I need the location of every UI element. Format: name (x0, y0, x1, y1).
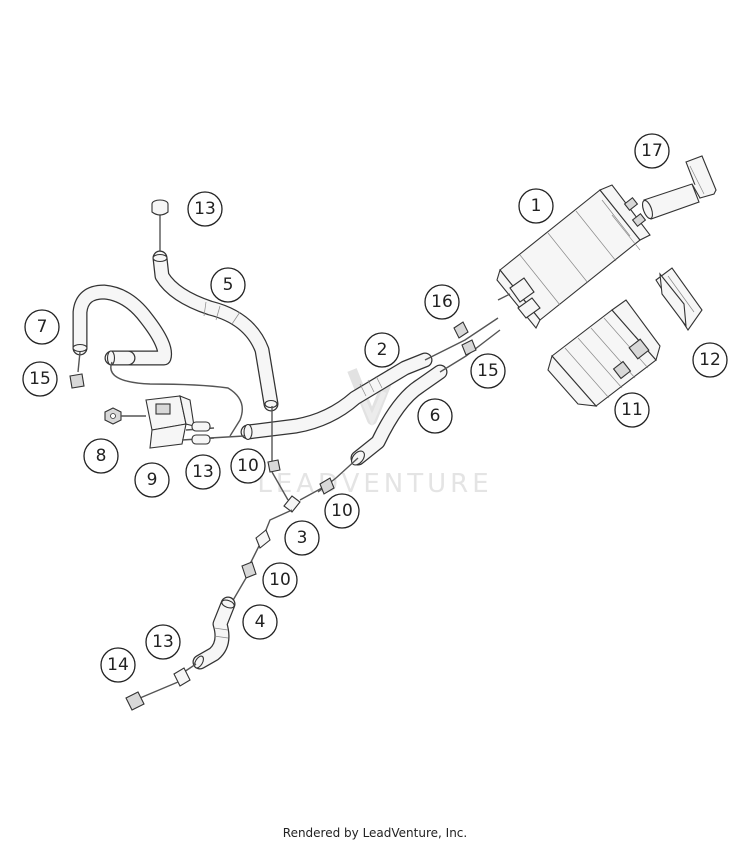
callout-10-lower[interactable]: 10 (262, 562, 298, 598)
part-13-top-fitting (151, 199, 169, 216)
part-9-valve (145, 395, 215, 449)
part-12-clamp-band (655, 267, 703, 331)
callout-14[interactable]: 14 (100, 647, 136, 683)
callout-3[interactable]: 3 (284, 520, 320, 556)
svg-text:9: 9 (147, 470, 158, 490)
callout-15-left[interactable]: 15 (22, 361, 58, 397)
svg-text:10: 10 (331, 501, 353, 521)
callout-9[interactable]: 9 (134, 462, 170, 498)
svg-text:15: 15 (29, 369, 51, 389)
callout-7[interactable]: 7 (24, 309, 60, 345)
part-13-hose-segment (191, 421, 245, 445)
part-2-hose (240, 317, 499, 441)
svg-text:7: 7 (37, 317, 48, 337)
callout-10-right[interactable]: 10 (324, 493, 360, 529)
watermark-text: LEADVENTURE (257, 469, 492, 499)
footer-credit: Rendered by LeadVenture, Inc. (282, 826, 468, 840)
svg-text:2: 2 (377, 340, 388, 360)
part-10-clamp-lower (241, 561, 257, 579)
svg-text:1: 1 (531, 196, 542, 216)
part-7-hose (72, 284, 243, 437)
callout-1[interactable]: 1 (518, 188, 554, 224)
part-17-elbow-fitting (641, 155, 717, 220)
part-1-canister (496, 184, 651, 330)
callout-15-right[interactable]: 15 (470, 353, 506, 389)
part-6-hose (317, 329, 501, 493)
part-15-clamp-right (461, 339, 477, 356)
svg-text:14: 14 (107, 655, 129, 675)
svg-text:13: 13 (152, 632, 174, 652)
part-10-clamp-center (267, 459, 281, 473)
callout-16[interactable]: 16 (424, 284, 460, 320)
part-5-hose (152, 212, 279, 462)
part-15-clamp-left (69, 373, 85, 389)
callout-6[interactable]: 6 (417, 398, 453, 434)
part-4-hose (192, 577, 247, 670)
svg-text:12: 12 (699, 350, 721, 370)
part-3-connector (247, 471, 335, 569)
part-16-clip (453, 321, 469, 339)
svg-text:10: 10 (269, 570, 291, 590)
callout-10-center[interactable]: 10 (230, 448, 266, 484)
callout-12[interactable]: 12 (692, 342, 728, 378)
svg-text:6: 6 (430, 406, 441, 426)
callout-13-top[interactable]: 13 (187, 191, 223, 227)
callout-13-middle[interactable]: 13 (185, 454, 221, 490)
svg-text:8: 8 (96, 446, 107, 466)
part-14-cap (125, 681, 179, 711)
callout-17[interactable]: 17 (634, 133, 670, 169)
svg-text:17: 17 (641, 141, 663, 161)
part-8-nut (104, 407, 146, 425)
svg-text:11: 11 (621, 400, 643, 420)
svg-text:3: 3 (297, 528, 308, 548)
svg-text:5: 5 (223, 275, 234, 295)
svg-text:15: 15 (477, 361, 499, 381)
part-11-bracket (547, 299, 661, 407)
callout-11[interactable]: 11 (614, 392, 650, 428)
svg-text:16: 16 (431, 292, 453, 312)
svg-text:4: 4 (255, 612, 266, 632)
svg-text:10: 10 (237, 456, 259, 476)
svg-text:13: 13 (194, 199, 216, 219)
callout-4[interactable]: 4 (242, 604, 278, 640)
callout-2[interactable]: 2 (364, 332, 400, 368)
svg-text:13: 13 (192, 462, 214, 482)
callout-8[interactable]: 8 (83, 438, 119, 474)
callout-5[interactable]: 5 (210, 267, 246, 303)
callout-13-lower[interactable]: 13 (145, 624, 181, 660)
